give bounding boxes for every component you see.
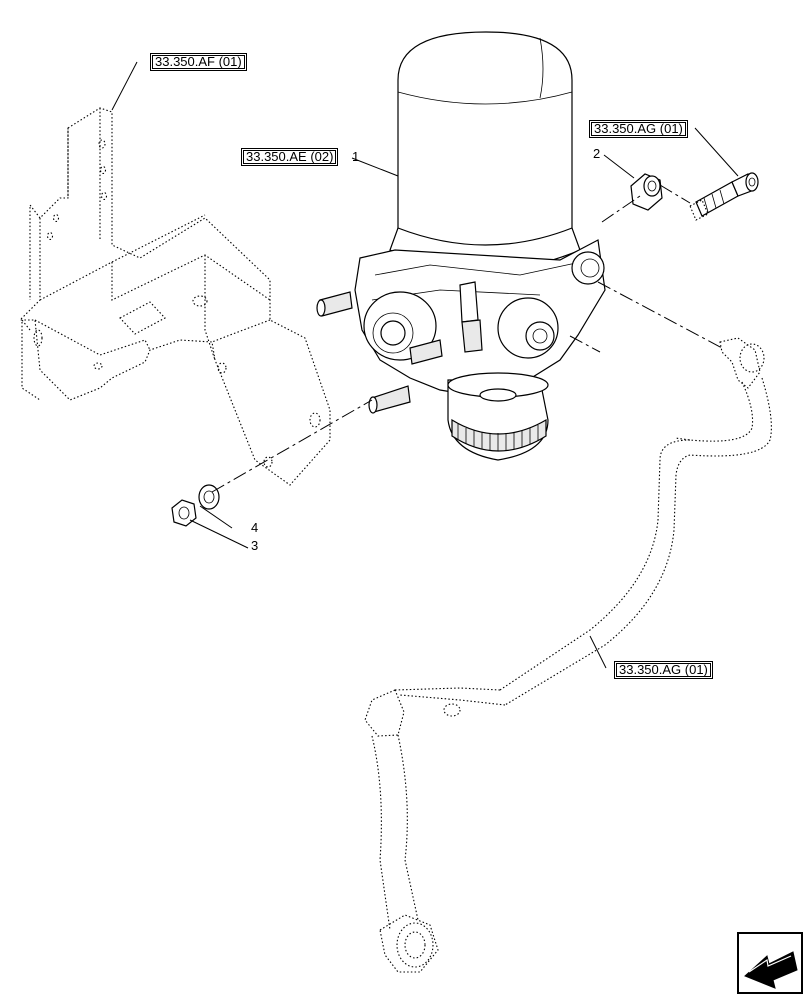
mounting-bracket: [18, 107, 331, 486]
leader-lines: [111, 61, 739, 669]
fitting-part: [689, 172, 759, 221]
ref-bracket[interactable]: 33.350.AF (01): [150, 53, 247, 71]
nut-part: [171, 499, 197, 527]
assembly-lines: [211, 184, 723, 493]
washer-part: [198, 484, 220, 510]
ref-pipe[interactable]: 33.350.AG (01): [614, 661, 713, 679]
callout-item-4: 4: [251, 520, 259, 535]
plug-part: [630, 173, 663, 211]
callout-item-2: 2: [593, 146, 601, 161]
callout-item-1: 1: [352, 149, 360, 164]
air-pipe: [364, 337, 772, 973]
ref-air-dryer[interactable]: 33.350.AE (02): [241, 148, 339, 166]
callout-item-3: 3: [251, 538, 259, 553]
air-dryer-assembly: [316, 31, 606, 461]
arrow-down-left-icon[interactable]: [737, 932, 803, 994]
ref-fitting[interactable]: 33.350.AG (01): [589, 120, 688, 138]
